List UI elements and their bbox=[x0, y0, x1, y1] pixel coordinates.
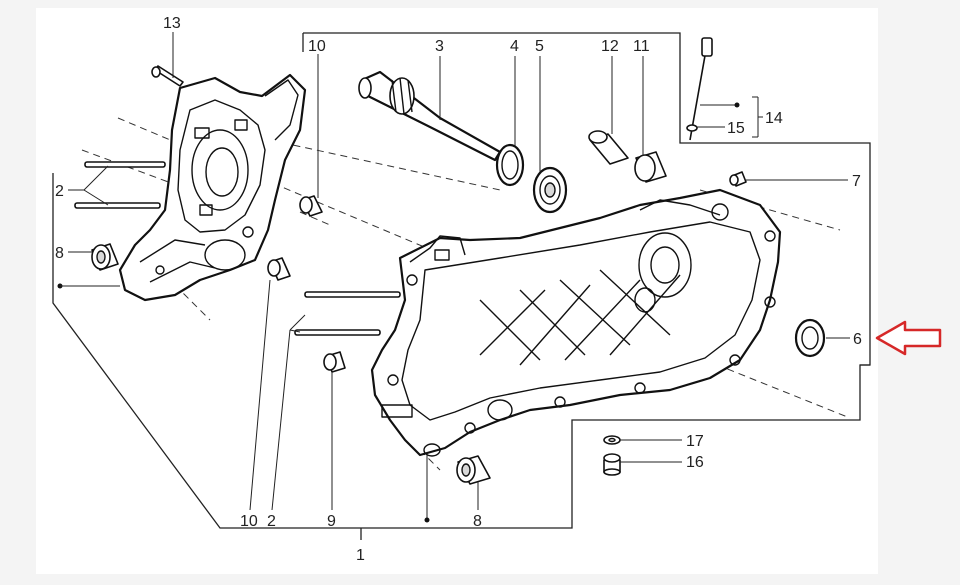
left-crankcase-half bbox=[118, 73, 307, 302]
callout-2-bottom: 2 bbox=[267, 513, 276, 530]
bolt-13 bbox=[151, 65, 184, 87]
bushing-8-bottom bbox=[456, 455, 491, 485]
right-crankcase-half bbox=[370, 188, 782, 457]
assembly-bracket-lines bbox=[52, 32, 871, 540]
callout-5: 5 bbox=[535, 38, 544, 55]
screw-16 bbox=[603, 453, 621, 476]
callout-13: 13 bbox=[163, 15, 181, 32]
dowel-10 bbox=[267, 195, 323, 281]
callout-10-top: 10 bbox=[308, 38, 326, 55]
callout-3: 3 bbox=[435, 38, 444, 55]
callout-17: 17 bbox=[686, 433, 704, 450]
callout-labels: 13 10 3 4 5 12 11 14 15 7 2 8 6 17 16 10… bbox=[55, 15, 862, 564]
callout-10-bottom: 10 bbox=[240, 513, 258, 530]
studs-2-middle bbox=[294, 291, 401, 336]
bushing-11 bbox=[634, 151, 667, 183]
bushing-8-left bbox=[91, 243, 119, 271]
callout-11: 11 bbox=[633, 38, 650, 55]
plug-7 bbox=[729, 171, 747, 187]
leader-lines bbox=[57, 32, 850, 523]
pin-12 bbox=[588, 130, 629, 165]
callout-6: 6 bbox=[853, 331, 862, 348]
callout-9: 9 bbox=[327, 513, 336, 530]
washer-17 bbox=[603, 435, 621, 445]
callout-12: 12 bbox=[601, 38, 619, 55]
bearing-5 bbox=[532, 166, 568, 214]
red-outline-arrow-icon bbox=[875, 320, 942, 356]
callout-2-left: 2 bbox=[55, 183, 64, 200]
studs-2-left bbox=[74, 161, 166, 209]
callout-8-bottom: 8 bbox=[473, 513, 482, 530]
oring-4 bbox=[495, 143, 525, 187]
shaft-3 bbox=[358, 70, 502, 162]
callout-7: 7 bbox=[852, 173, 861, 190]
callout-1: 1 bbox=[356, 547, 365, 564]
callout-8-left: 8 bbox=[55, 245, 64, 262]
dowel-9 bbox=[323, 351, 346, 373]
callout-4: 4 bbox=[510, 38, 519, 55]
dipstick-14 bbox=[686, 37, 713, 141]
callout-14: 14 bbox=[765, 110, 783, 127]
callout-16: 16 bbox=[686, 454, 704, 471]
callout-15: 15 bbox=[727, 120, 745, 137]
oil-seal-6 bbox=[794, 318, 826, 358]
